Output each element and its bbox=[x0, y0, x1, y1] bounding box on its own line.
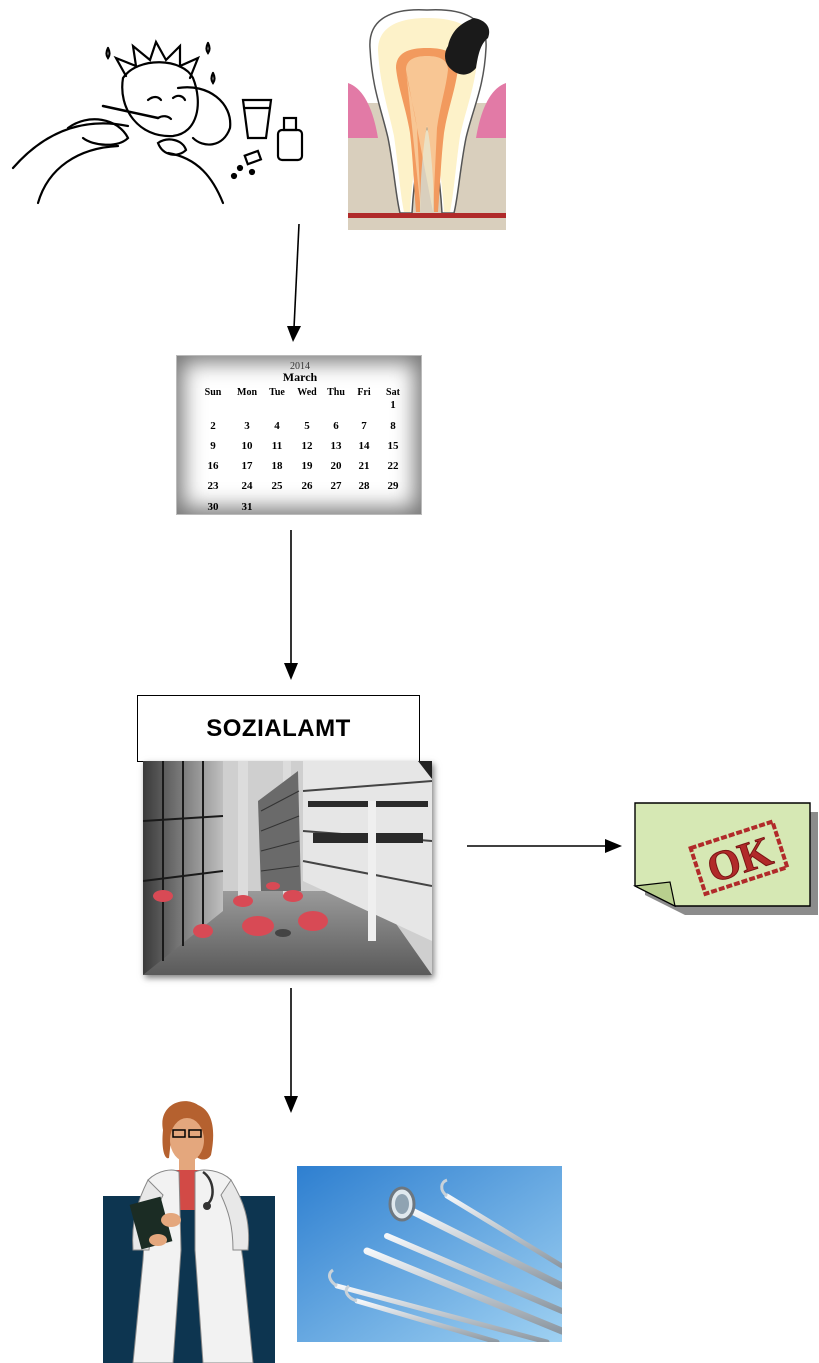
calendar-day: 7 bbox=[361, 420, 367, 432]
sick-person-illustration bbox=[11, 39, 304, 205]
calendar-day: 19 bbox=[302, 460, 314, 472]
calendar-day: 22 bbox=[388, 460, 400, 472]
calendar-weekday: Sun bbox=[205, 387, 222, 398]
calendar-day: 15 bbox=[388, 440, 400, 452]
calendar-day: 18 bbox=[272, 460, 284, 472]
calendar-day: 28 bbox=[359, 480, 371, 492]
calendar-day: 13 bbox=[331, 440, 343, 452]
calendar-weekday: Mon bbox=[237, 387, 257, 398]
calendar-day: 11 bbox=[272, 440, 282, 452]
sozialamt-building-photo bbox=[143, 761, 432, 975]
calendar-day: 21 bbox=[359, 460, 370, 472]
calendar-day: 30 bbox=[208, 501, 220, 513]
arrow-down-2 bbox=[284, 530, 298, 680]
calendar-weekday: Fri bbox=[357, 387, 371, 398]
calendar-day: 4 bbox=[274, 420, 280, 432]
calendar-day: 12 bbox=[302, 440, 314, 452]
arrow-down-1 bbox=[287, 223, 301, 342]
calendar-day: 20 bbox=[331, 460, 343, 472]
calendar-day: 24 bbox=[242, 480, 254, 492]
calendar-day: 23 bbox=[208, 480, 220, 492]
calendar-day: 31 bbox=[242, 501, 253, 513]
calendar-year: 2014 bbox=[290, 361, 310, 372]
calendar-day: 17 bbox=[242, 460, 254, 472]
calendar-day: 3 bbox=[244, 420, 250, 432]
tooth-decay-illustration bbox=[348, 8, 506, 230]
calendar-day: 8 bbox=[390, 420, 396, 432]
calendar-weekday: Sat bbox=[386, 387, 401, 398]
arrow-right bbox=[467, 839, 622, 853]
calendar-day: 10 bbox=[242, 440, 254, 452]
calendar-weekday: Wed bbox=[297, 387, 317, 398]
calendar-day: 5 bbox=[304, 420, 310, 432]
calendar-day: 25 bbox=[272, 480, 284, 492]
calendar-day: 16 bbox=[208, 460, 220, 472]
doctor-illustration bbox=[103, 1101, 275, 1363]
calendar-day: 9 bbox=[210, 440, 216, 452]
calendar-day: 29 bbox=[388, 480, 400, 492]
calendar-weekday: Tue bbox=[269, 387, 285, 398]
calendar-weekday: Thu bbox=[327, 387, 345, 398]
arrow-down-3 bbox=[284, 988, 298, 1113]
dental-tools-photo bbox=[297, 1166, 562, 1342]
calendar-day: 1 bbox=[390, 399, 396, 411]
ok-stamp-note: OK bbox=[632, 802, 818, 915]
calendar-day: 14 bbox=[359, 440, 371, 452]
sozialamt-label: SOZIALAMT bbox=[137, 695, 420, 762]
calendar-day: 27 bbox=[331, 480, 343, 492]
calendar-day: 2 bbox=[210, 420, 216, 432]
calendar-day: 6 bbox=[333, 420, 339, 432]
calendar-month: March bbox=[283, 370, 318, 384]
calendar-day: 26 bbox=[302, 480, 314, 492]
